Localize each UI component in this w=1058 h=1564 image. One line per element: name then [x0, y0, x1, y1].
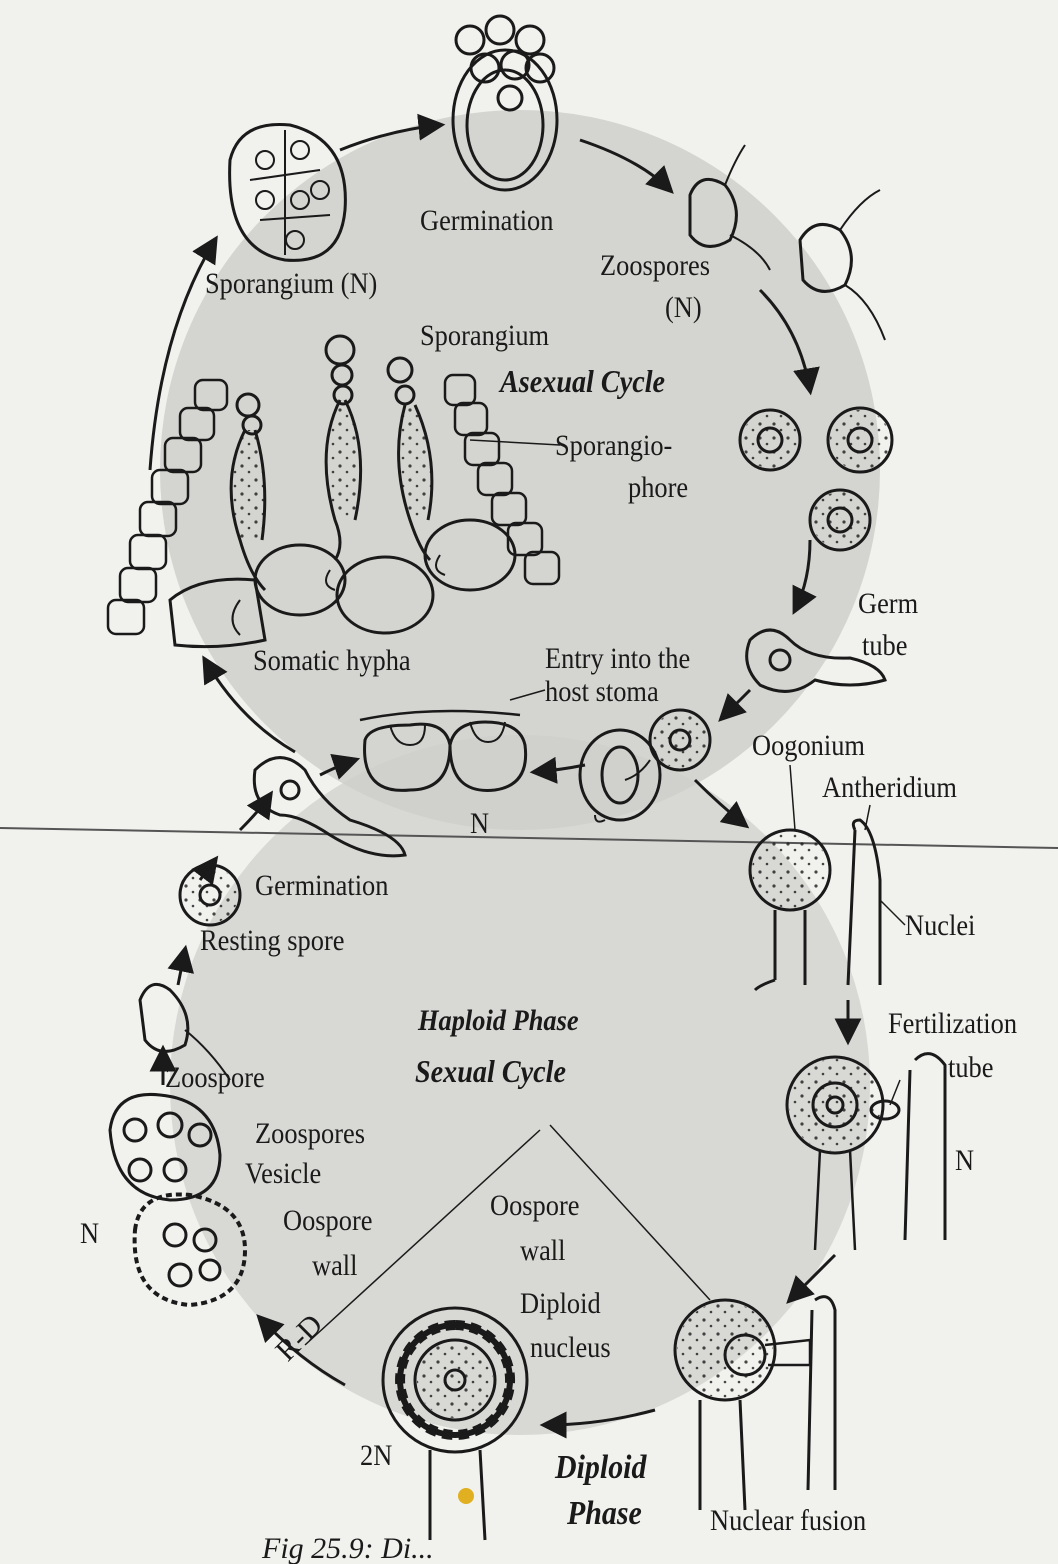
label-diploid-nucleus-1: Diploid	[520, 1288, 601, 1320]
label-germination-top: Germination	[420, 205, 553, 237]
label-germ: Germ	[858, 588, 918, 620]
label-diploid-phase-1: Diploid	[555, 1450, 646, 1486]
arrow-to-hypha-bottom	[240, 795, 270, 830]
fertilization-antheridium	[905, 1054, 945, 1240]
label-n-left: N	[80, 1218, 99, 1250]
label-somatic-hypha: Somatic hypha	[253, 645, 411, 677]
label-resting-spore: Resting spore	[200, 925, 344, 957]
label-asexual-cycle: Asexual Cycle	[500, 365, 665, 399]
label-haploid-phase: Haploid Phase	[418, 1005, 579, 1037]
label-sporangiophore-1: Sporangio-	[555, 430, 672, 462]
label-zoospore: Zoospore	[165, 1062, 265, 1094]
label-n-right: N	[955, 1145, 974, 1177]
stain-mark	[458, 1488, 474, 1504]
label-sporangiophore-2: phore	[628, 472, 688, 504]
arrow-resting-up	[178, 950, 185, 985]
label-entry-2: host stoma	[545, 676, 659, 708]
label-oogonium: Oogonium	[752, 730, 865, 762]
label-oospore-wall-2: wall	[312, 1250, 357, 1282]
label-sporangium: Sporangium	[420, 320, 549, 352]
label-diploid-phase-2: Phase	[567, 1496, 642, 1532]
label-vesicle: Vesicle	[245, 1158, 321, 1190]
label-oospore-2-2: wall	[520, 1235, 565, 1267]
label-zoospores-low: Zoospores	[255, 1118, 365, 1150]
label-tube: tube	[862, 630, 907, 662]
label-nuclear-fusion: Nuclear fusion	[710, 1505, 866, 1537]
label-germination-mid: Germination	[255, 870, 388, 902]
label-zoospores-top: Zoospores	[600, 250, 710, 282]
label-sexual-cycle: Sexual Cycle	[415, 1055, 566, 1089]
label-fertilization: Fertilization	[888, 1008, 1017, 1040]
label-oospore-2-1: Oospore	[490, 1190, 579, 1222]
label-two-n: 2N	[360, 1440, 392, 1472]
label-n-zoospores: (N)	[665, 292, 702, 324]
released-zoospores	[456, 16, 554, 110]
label-sporangium-n: Sporangium (N)	[205, 268, 377, 300]
label-oospore-wall-1: Oospore	[283, 1205, 372, 1237]
label-entry-1: Entry into the	[545, 643, 690, 675]
label-antheridium: Antheridium	[822, 772, 957, 804]
label-nuclei: Nuclei	[905, 910, 975, 942]
label-fert-tube: tube	[948, 1052, 993, 1084]
label-diploid-nucleus-2: nucleus	[530, 1332, 611, 1364]
label-n-mid: N	[470, 808, 489, 840]
figure-caption: Fig 25.9: Di...	[262, 1532, 434, 1564]
